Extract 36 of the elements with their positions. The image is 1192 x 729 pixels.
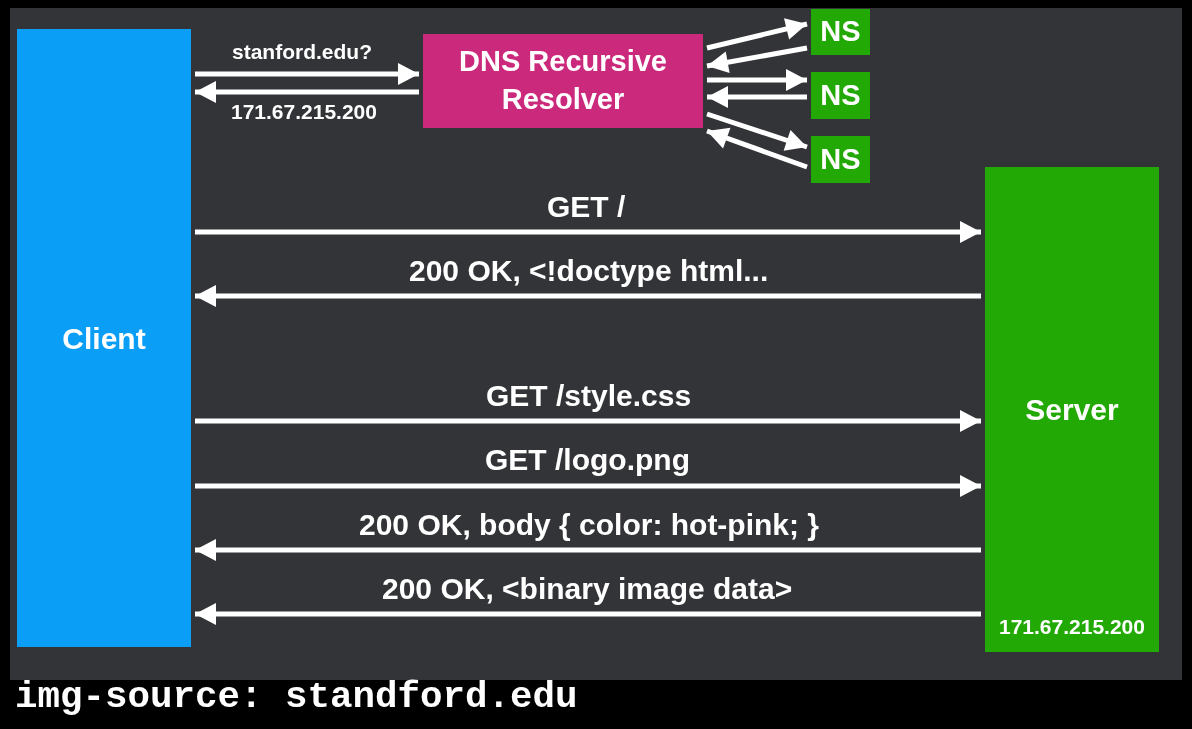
node-label: NS [820,14,861,50]
edge-label: GET /logo.png [485,442,690,478]
name-server-box [811,72,870,119]
resolver-box [423,34,703,128]
arrow [195,539,981,561]
arrow [195,475,981,497]
edge-label: 200 OK, <binary image data> [382,571,793,607]
arrow [195,603,981,625]
edge-label: GET /style.css [486,378,692,414]
arrow [706,45,808,74]
edge-label: GET / [547,189,626,225]
caption: img-source: standford.edu [15,677,578,717]
node-label: NS [820,77,861,113]
arrow [195,285,981,307]
arrow [195,221,981,243]
edge-label: 171.67.215.200 [231,99,377,125]
arrow [195,81,419,103]
name-server-box [811,9,870,55]
node-label: Server [1025,392,1119,428]
node-label: NS [820,141,861,177]
server-box [985,167,1159,652]
node-label: DNS Recursive Resolver [458,44,668,117]
arrow [706,111,808,151]
arrow [195,63,419,85]
arrow [706,127,808,170]
edge-label: stanford.edu? [232,39,372,65]
arrow [707,86,807,108]
client-box [17,29,191,647]
address-label: 171.67.215.200 [998,613,1146,640]
arrow [706,18,808,51]
edge-label: 200 OK, body { color: hot-pink; } [359,507,820,543]
arrow [707,69,807,91]
node-label: Client [62,320,146,357]
edge-label: 200 OK, <!doctype html... [409,253,769,289]
arrow [195,410,981,432]
name-server-box [811,136,870,183]
